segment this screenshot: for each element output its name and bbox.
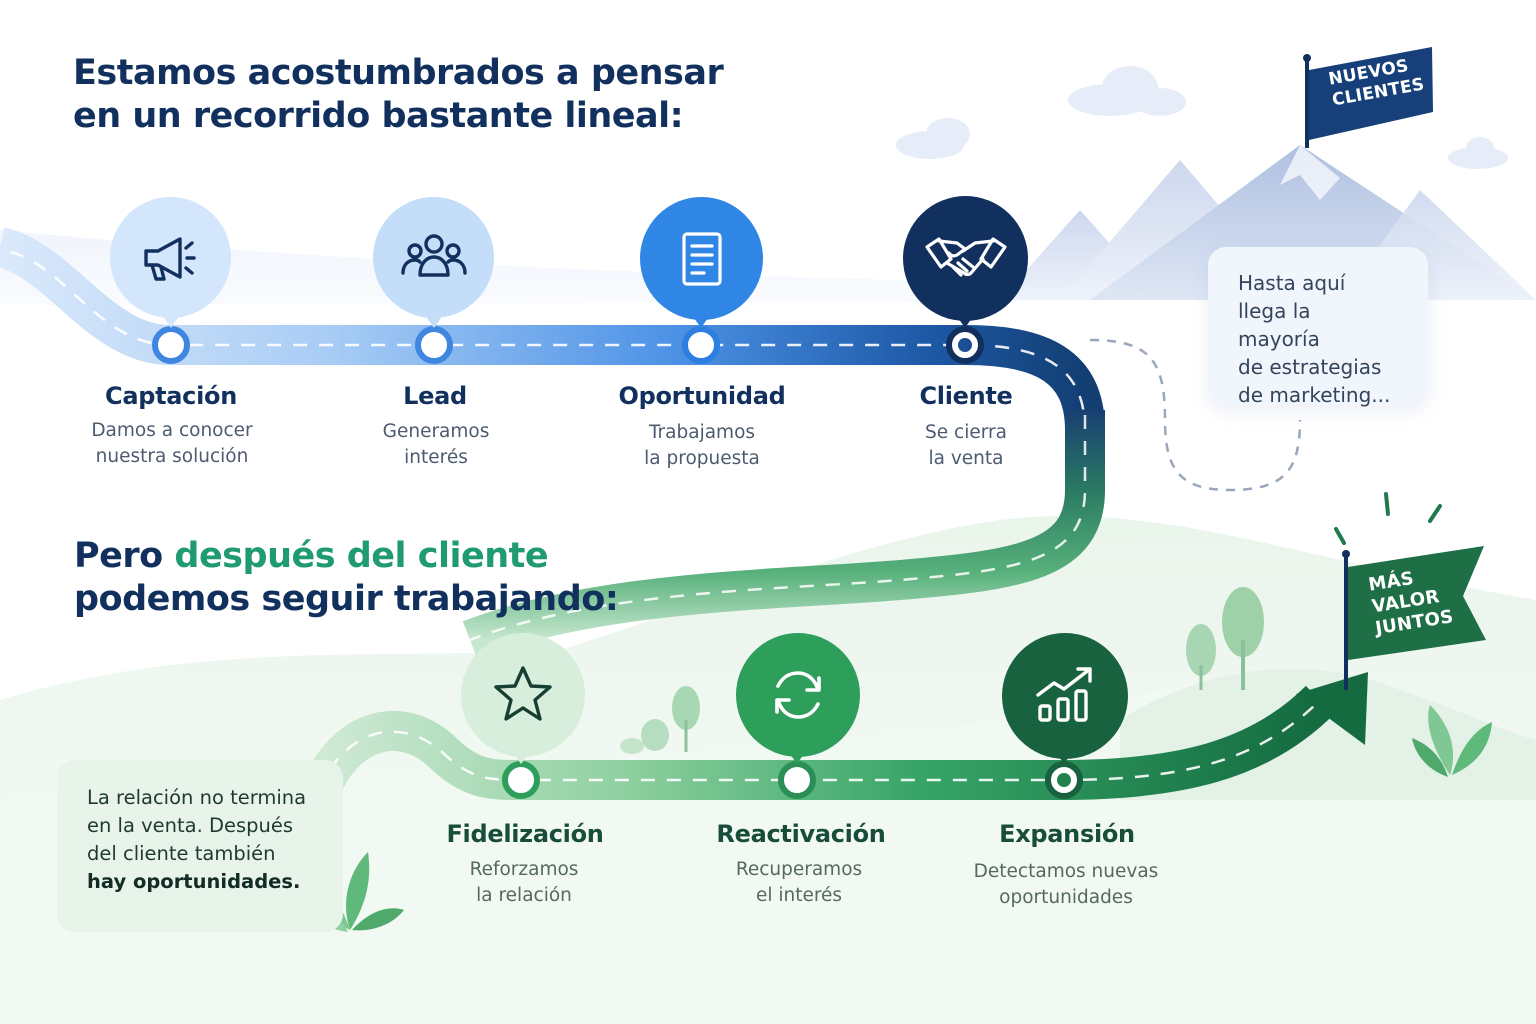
bottom-headline: Pero después del cliente podemos seguir …: [74, 535, 619, 621]
step-desc-captacion-line1: Damos a conocer: [91, 420, 253, 441]
marker-captacion: [152, 326, 190, 364]
connector-road-dashes: [469, 415, 1087, 642]
growth-arrowhead: [1296, 672, 1368, 745]
document-icon: [681, 231, 722, 286]
step-title-lead: Lead: [403, 382, 467, 410]
relation-note-strong: hay oportunidades.: [87, 870, 301, 893]
marker-expansion: [1045, 761, 1083, 799]
plant-right: [1412, 705, 1492, 777]
step-title-cliente: Cliente: [919, 382, 1013, 410]
people-icon: [400, 233, 467, 277]
step-desc-oportunidad: Trabajamos la propuesta: [582, 420, 822, 472]
marketing-limit-note: Hasta aquí llega la mayoría de estrategi…: [1208, 247, 1428, 407]
handshake-icon: [924, 236, 1007, 277]
step-desc-fidelizacion-line1: Reforzamos: [469, 859, 579, 880]
relation-note-line3: del cliente también: [87, 842, 276, 865]
bottom-headline-line2: podemos seguir trabajando:: [74, 579, 619, 619]
step-desc-oportunidad-line2: la propuesta: [644, 448, 760, 469]
oportunidad-icon-circle: [640, 197, 763, 320]
marker-cliente: [946, 326, 984, 364]
step-desc-cliente-line2: la venta: [928, 448, 1004, 469]
bottom-headline-accent: después del cliente: [174, 536, 549, 576]
step-desc-captacion: Damos a conocer nuestra solución: [52, 418, 292, 470]
cliente-icon-circle: [903, 196, 1028, 321]
marker-fidelizacion: [502, 761, 540, 799]
step-desc-expansion-line1: Detectamos nuevas: [973, 861, 1159, 882]
refresh-icon: [775, 671, 821, 719]
step-desc-reactivacion-line1: Recuperamos: [735, 859, 863, 880]
relation-note-line1: La relación no termina: [87, 786, 307, 809]
step-title-fidelizacion: Fidelización: [446, 820, 604, 848]
step-desc-reactivacion-line2: el interés: [755, 885, 843, 906]
step-desc-fidelizacion: Reforzamos la relación: [404, 857, 644, 909]
step-title-reactivacion: Reactivación: [716, 820, 886, 848]
trees: [620, 587, 1264, 754]
step-title-captacion: Captación: [105, 382, 237, 410]
step-desc-captacion-line2: nuestra solución: [95, 446, 249, 467]
marketing-note-line4: de marketing...: [1238, 383, 1391, 407]
more-value-flag: [1342, 546, 1486, 690]
step-desc-oportunidad-line1: Trabajamos: [648, 422, 756, 443]
marketing-note-line2: llega la mayoría: [1238, 299, 1320, 351]
reactivacion-icon-circle: [736, 633, 860, 757]
growth-chart-icon: [1036, 667, 1092, 722]
top-markers: [152, 326, 984, 364]
relation-note-line2: en la venta. Después: [87, 814, 294, 837]
bottom-headline-pre: Pero: [74, 536, 175, 576]
top-headline-line1: Estamos acostumbrados a pensar: [73, 53, 724, 93]
fidelizacion-icon-circle: [461, 633, 585, 757]
step-desc-cliente: Se cierra la venta: [846, 420, 1086, 472]
marker-reactivacion: [778, 761, 816, 799]
expansion-icon-circle: [1002, 633, 1128, 759]
marketing-note-line1: Hasta aquí: [1238, 271, 1346, 295]
step-desc-cliente-line1: Se cierra: [925, 422, 1007, 443]
top-headline: Estamos acostumbrados a pensar en un rec…: [73, 52, 724, 138]
step-desc-fidelizacion-line2: la relación: [476, 885, 572, 906]
relation-note: La relación no termina en la venta. Desp…: [57, 760, 343, 932]
marker-oportunidad: [682, 326, 720, 364]
more-value-flag-label: MÁS VALOR JUNTOS: [1367, 563, 1455, 641]
megaphone-icon: [143, 236, 196, 281]
step-desc-expansion: Detectamos nuevas oportunidades: [936, 859, 1196, 911]
step-desc-lead: Generamos interés: [316, 419, 556, 471]
step-desc-expansion-line2: oportunidades: [999, 887, 1133, 908]
step-desc-reactivacion: Recuperamos el interés: [679, 857, 919, 909]
step-title-oportunidad: Oportunidad: [618, 382, 786, 410]
clouds: [896, 66, 1508, 169]
captacion-icon-circle: [110, 197, 231, 318]
lead-icon-circle: [373, 197, 494, 318]
celebration-marks: [1334, 492, 1442, 545]
step-title-expansion: Expansión: [999, 820, 1135, 848]
marker-lead: [415, 326, 453, 364]
new-clients-flag: [1303, 47, 1433, 148]
star-icon: [494, 666, 552, 721]
step-desc-lead-line1: Generamos: [382, 421, 490, 442]
marketing-note-line3: de estrategias: [1238, 355, 1382, 379]
step-desc-lead-line2: interés: [404, 447, 468, 468]
top-headline-line2: en un recorrido bastante lineal:: [73, 96, 684, 136]
